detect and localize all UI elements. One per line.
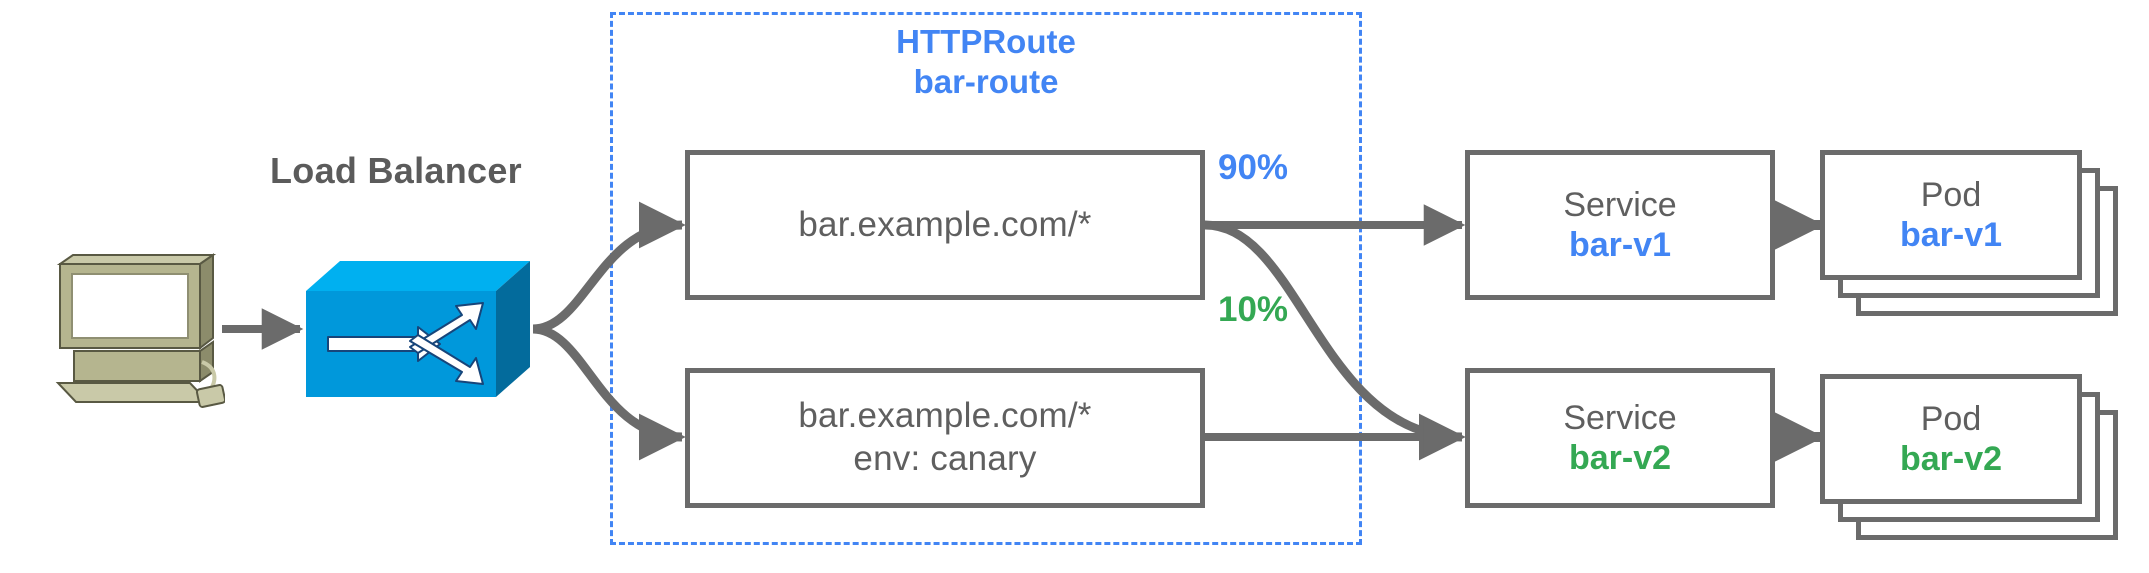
weight-label-90: 90% <box>1218 148 1289 187</box>
pod-bar-v1-box[interactable]: Pod bar-v1 <box>1820 150 2082 280</box>
edge-lb-to-rule-canary <box>532 324 686 461</box>
load-balancer-icon <box>300 255 540 405</box>
service-v2-name-label: bar-v2 <box>1568 439 1672 477</box>
weight-label-10: 10% <box>1218 290 1289 329</box>
edge-rule-primary-to-service-v2 <box>1204 220 1466 461</box>
pod-v1-name-label: bar-v1 <box>1899 216 2003 254</box>
route-rule-primary-box[interactable]: bar.example.com/* <box>685 150 1205 300</box>
route-rule-canary-line-1: bar.example.com/* <box>798 396 1092 436</box>
route-rule-canary-line-2: env: canary <box>853 439 1037 478</box>
client-computer-icon <box>50 250 227 410</box>
pod-bar-v2-box[interactable]: Pod bar-v2 <box>1820 374 2082 504</box>
route-rule-canary-box[interactable]: bar.example.com/* env: canary <box>685 368 1205 508</box>
service-bar-v2-box[interactable]: Service bar-v2 <box>1465 368 1775 508</box>
pod-v2-name-label: bar-v2 <box>1899 440 2003 478</box>
httproute-kind-label: HTTPRoute <box>896 23 1076 60</box>
httproute-group-boundary <box>610 12 1362 545</box>
httproute-title: HTTPRoute bar-route <box>610 22 1362 103</box>
service-bar-v1-box[interactable]: Service bar-v1 <box>1465 150 1775 300</box>
load-balancer-label: Load Balancer <box>270 150 522 191</box>
service-v2-kind-label: Service <box>1563 398 1677 437</box>
edge-lb-to-rule-primary <box>532 201 686 334</box>
service-v1-name-label: bar-v1 <box>1568 226 1672 264</box>
service-v1-kind-label: Service <box>1563 185 1677 224</box>
pod-v1-kind-label: Pod <box>1920 175 1982 214</box>
httproute-name-label: bar-route <box>913 63 1059 101</box>
route-rule-primary-line-1: bar.example.com/* <box>798 204 1092 244</box>
pod-v2-kind-label: Pod <box>1920 399 1982 438</box>
